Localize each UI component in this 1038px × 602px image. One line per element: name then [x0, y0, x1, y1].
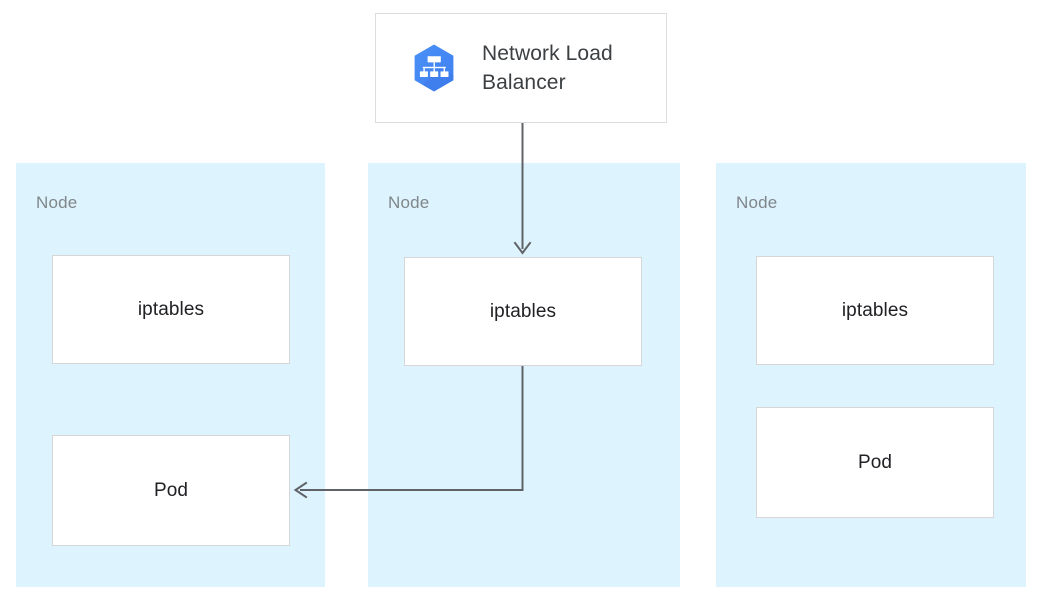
network-load-balancer-card[interactable]: Network Load Balancer [375, 13, 667, 123]
network-load-balancer-label: Network Load Balancer [482, 42, 613, 94]
iptables-box-node-1[interactable]: iptables [52, 255, 290, 364]
node-container-2: Node iptables [368, 163, 680, 587]
node-label-1: Node [36, 193, 78, 212]
node-label-3: Node [736, 193, 778, 212]
pod-box-node-1[interactable]: Pod [52, 435, 290, 546]
iptables-box-node-2[interactable]: iptables [404, 257, 642, 366]
node-label-2: Node [388, 193, 430, 212]
iptables-box-node-3[interactable]: iptables [756, 256, 994, 365]
pod-box-node-3[interactable]: Pod [756, 407, 994, 518]
network-load-balancer-icon [414, 44, 454, 92]
node-container-1: Node iptables Pod [16, 163, 325, 587]
node-container-3: Node iptables Pod [716, 163, 1026, 587]
